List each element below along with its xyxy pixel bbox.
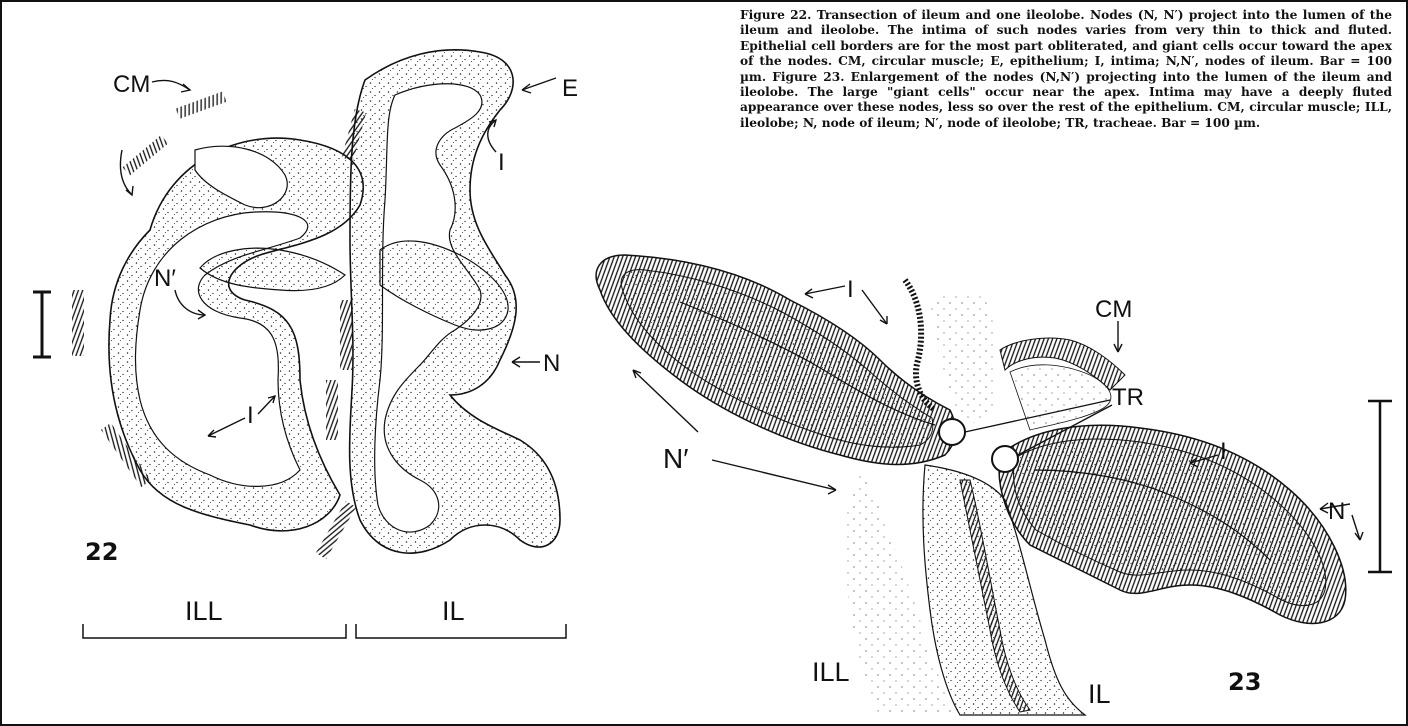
figure-number-22: 22 <box>85 538 118 566</box>
label-e-fig22: E <box>562 75 578 102</box>
label-il-fig22: IL <box>442 596 465 626</box>
label-i-lower-fig22: I <box>247 402 254 429</box>
label-n-fig22: N <box>543 350 560 377</box>
label-n-fig23: N <box>1328 498 1345 525</box>
label-i-top-fig22: I <box>498 149 505 176</box>
label-ill-fig23: ILL <box>812 657 850 687</box>
scale-bar-fig22 <box>33 292 51 357</box>
scale-bar-fig23 <box>1368 401 1392 572</box>
figure-number-23: 23 <box>1228 668 1261 696</box>
label-n-prime-fig23: N′ <box>663 443 688 474</box>
label-ill-fig22: ILL <box>185 596 223 626</box>
label-cm-fig22: CM <box>113 71 150 98</box>
label-i-top-fig23: I <box>847 276 854 303</box>
figure-22-drawing: CM E I N′ N I 22 ILL IL <box>33 50 578 638</box>
trachea-circle-1 <box>939 419 965 445</box>
ill-bracket-fig22 <box>83 624 346 638</box>
label-il-fig23: IL <box>1088 679 1111 709</box>
trachea-circle-2 <box>992 446 1018 472</box>
label-i-right-fig23: I <box>1220 438 1227 465</box>
il-bracket-fig22 <box>356 624 566 638</box>
label-tr-fig23: TR <box>1112 384 1144 411</box>
figure-23-drawing: I CM TR N′ I N ILL IL 23 <box>596 255 1392 715</box>
label-n-prime-fig22: N′ <box>154 265 176 292</box>
label-cm-fig23: CM <box>1095 296 1132 323</box>
